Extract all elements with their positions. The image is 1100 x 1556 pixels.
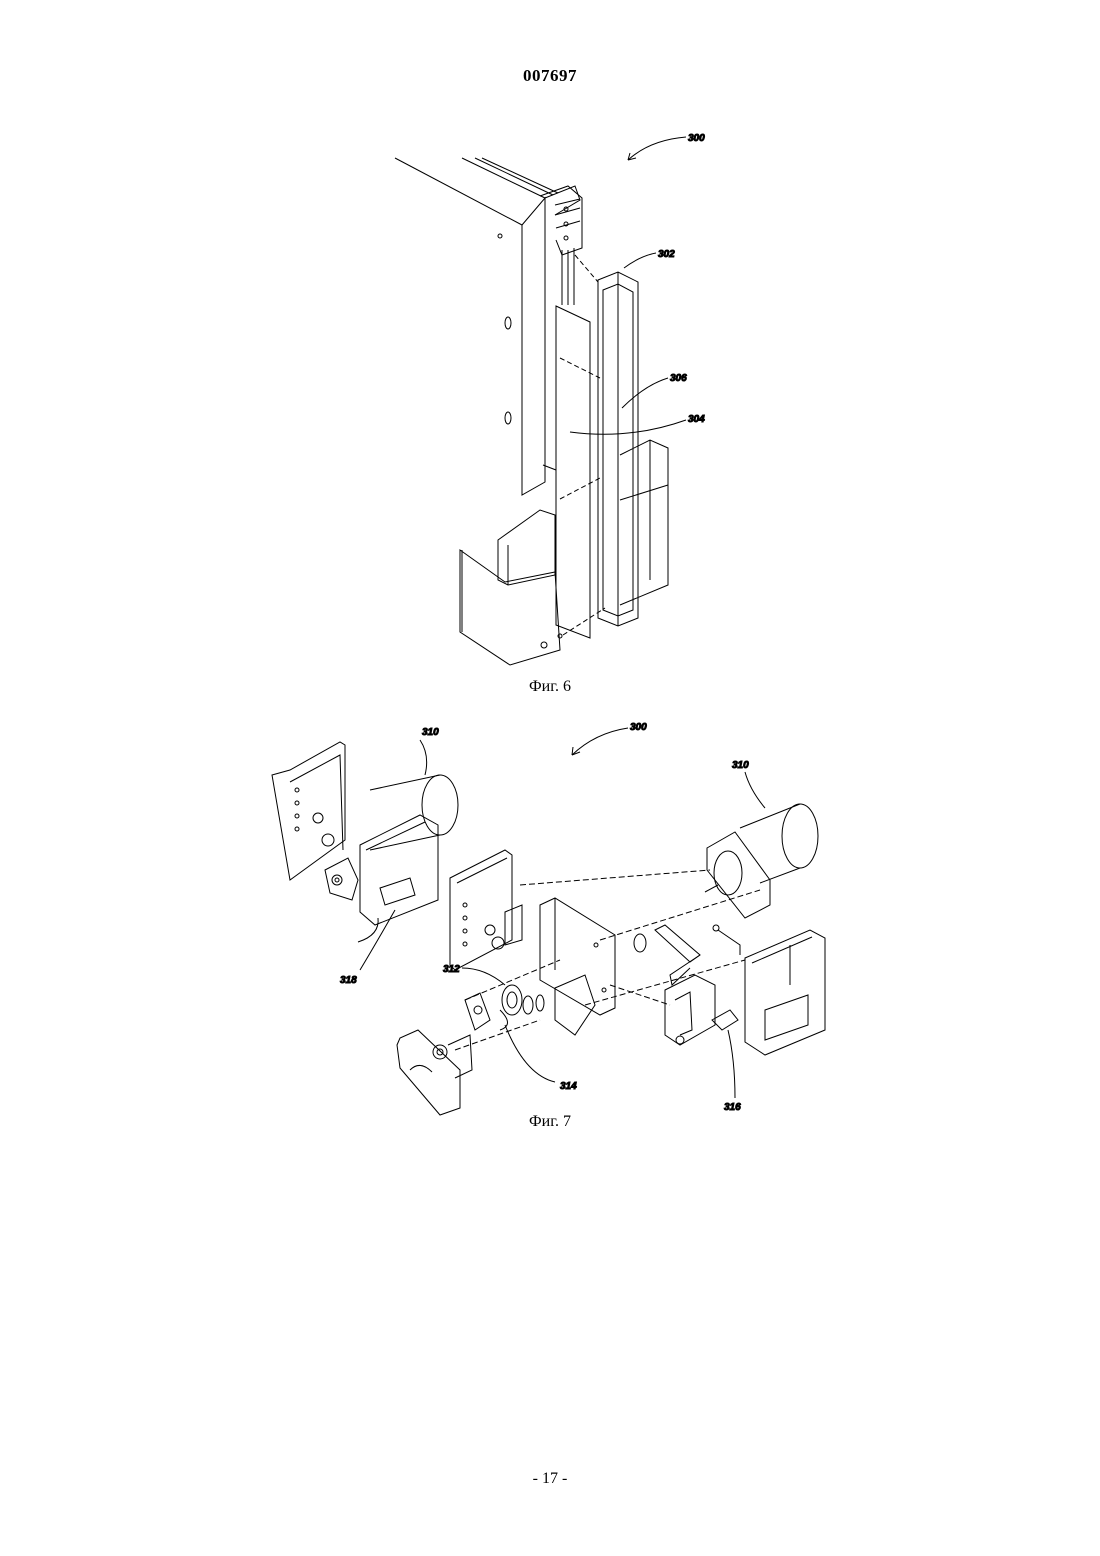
document-number: 007697 bbox=[0, 66, 1100, 86]
label-314: 314 bbox=[560, 1081, 577, 1092]
page-number: - 17 - bbox=[0, 1470, 1100, 1488]
figure-7-caption: Фиг. 7 bbox=[0, 1113, 1100, 1131]
label-316: 316 bbox=[724, 1102, 741, 1113]
label-318: 318 bbox=[340, 975, 357, 986]
figure-6-caption: Фиг. 6 bbox=[0, 678, 1100, 696]
label-310-left: 310 bbox=[422, 727, 439, 738]
label-302: 302 bbox=[658, 249, 675, 260]
label-312: 312 bbox=[443, 964, 460, 975]
label-300: 300 bbox=[688, 133, 705, 144]
label-310-right: 310 bbox=[732, 760, 749, 771]
leader-arrow-300 bbox=[628, 137, 686, 160]
figure-6-drawing: 300 302 306 bbox=[380, 120, 720, 680]
panel-304 bbox=[556, 306, 590, 638]
label-300: 300 bbox=[630, 722, 647, 733]
figure-7-drawing: 300 318 310 312 314 310 bbox=[255, 710, 845, 1120]
label-306: 306 bbox=[670, 373, 687, 384]
label-304: 304 bbox=[688, 414, 705, 425]
leader-arrow-300 bbox=[572, 728, 628, 755]
